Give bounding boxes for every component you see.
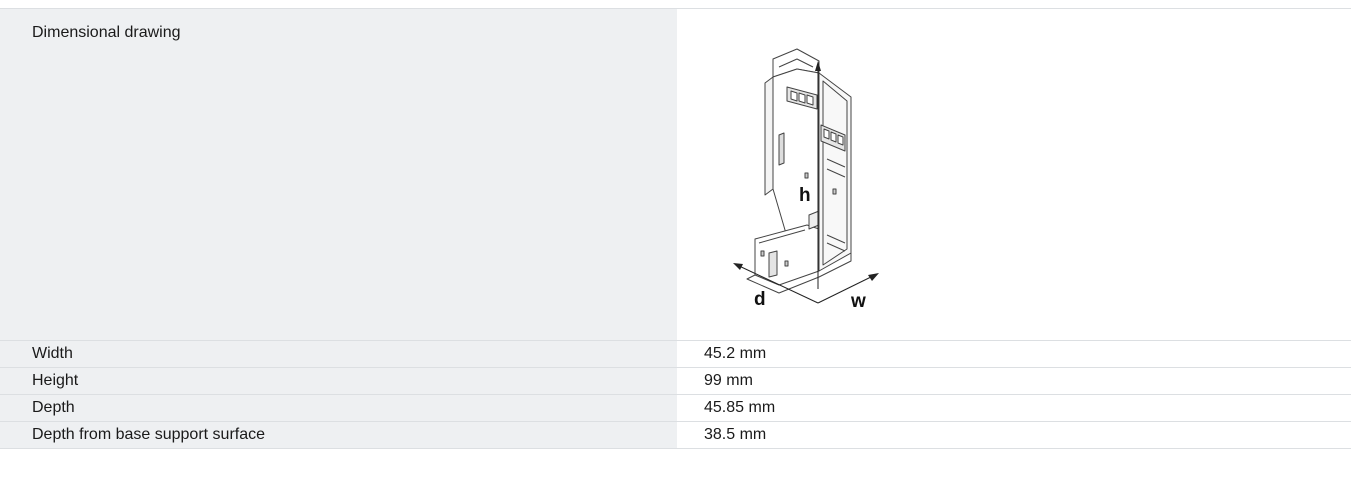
specifications-table: Dimensional drawing <box>0 8 1351 449</box>
spec-label: Depth from base support surface <box>0 422 677 448</box>
spec-value: 45.2 mm <box>677 341 1351 367</box>
spec-label: Depth <box>0 395 677 421</box>
spec-value: 45.85 mm <box>677 395 1351 421</box>
spec-label: Width <box>0 341 677 367</box>
spec-value: 38.5 mm <box>677 422 1351 448</box>
spec-row-dimensional-drawing: Dimensional drawing <box>0 9 1351 341</box>
spec-label: Dimensional drawing <box>0 9 677 340</box>
dim-label-height: h <box>799 185 811 206</box>
spec-row-width: Width 45.2 mm <box>0 341 1351 368</box>
dim-label-depth: d <box>754 289 766 309</box>
spec-row-height: Height 99 mm <box>0 368 1351 395</box>
spec-label: Height <box>0 368 677 394</box>
spec-value-drawing: h d w <box>677 9 1351 340</box>
spec-row-depth: Depth 45.85 mm <box>0 395 1351 422</box>
dimensional-drawing-icon: h d w <box>733 48 879 309</box>
dim-label-width: w <box>850 291 866 309</box>
spec-row-depth-from-base: Depth from base support surface 38.5 mm <box>0 422 1351 449</box>
spec-value: 99 mm <box>677 368 1351 394</box>
